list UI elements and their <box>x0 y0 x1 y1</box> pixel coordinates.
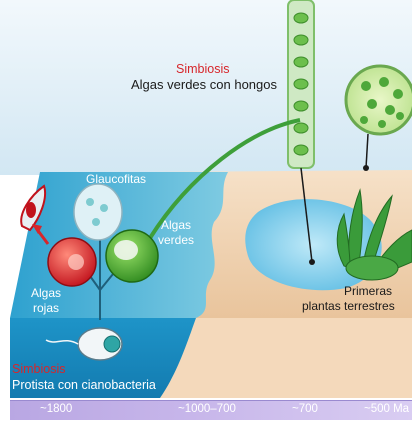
green-algae-label-2: verdes <box>157 233 195 247</box>
red-algae-label-1: Algas <box>30 286 62 300</box>
green-algae-label-1: Algas <box>160 218 192 232</box>
symbiosis-bottom-text: Protista con cianobacteria <box>12 378 156 392</box>
glaucophytes-label: Glaucofitas <box>86 172 147 186</box>
timeline-tick: ~700 <box>292 403 318 415</box>
protist-cell <box>45 327 123 361</box>
glaucophyte-cell <box>73 183 123 241</box>
timeline-bar: ~1800 ~1000–700 ~700 ~500 Ma <box>10 400 412 420</box>
zoom-cells <box>344 64 412 171</box>
red-algae-label-2: rojas <box>32 301 59 315</box>
land-front <box>160 318 412 398</box>
red-alga-filament <box>20 184 50 245</box>
land-plants <box>336 188 412 281</box>
symbiosis-top-title: Simbiosis <box>176 62 230 76</box>
red-alga-cell <box>47 237 97 287</box>
first-plants-label-1: Primeras <box>344 284 393 298</box>
evolution-stem <box>148 118 301 240</box>
symbiosis-bottom-title: Simbiosis <box>12 362 66 376</box>
timeline-tick: ~1800 <box>40 403 73 415</box>
timeline-tick: ~500 Ma <box>364 403 410 415</box>
symbiosis-top-text: Algas verdes con hongos <box>131 77 277 92</box>
first-plants-label-2: plantas terrestres <box>302 299 395 313</box>
green-alga-cell <box>105 229 159 283</box>
sky-background <box>0 0 412 175</box>
filament-alga <box>287 0 315 265</box>
timeline-tick: ~1000–700 <box>178 403 236 415</box>
